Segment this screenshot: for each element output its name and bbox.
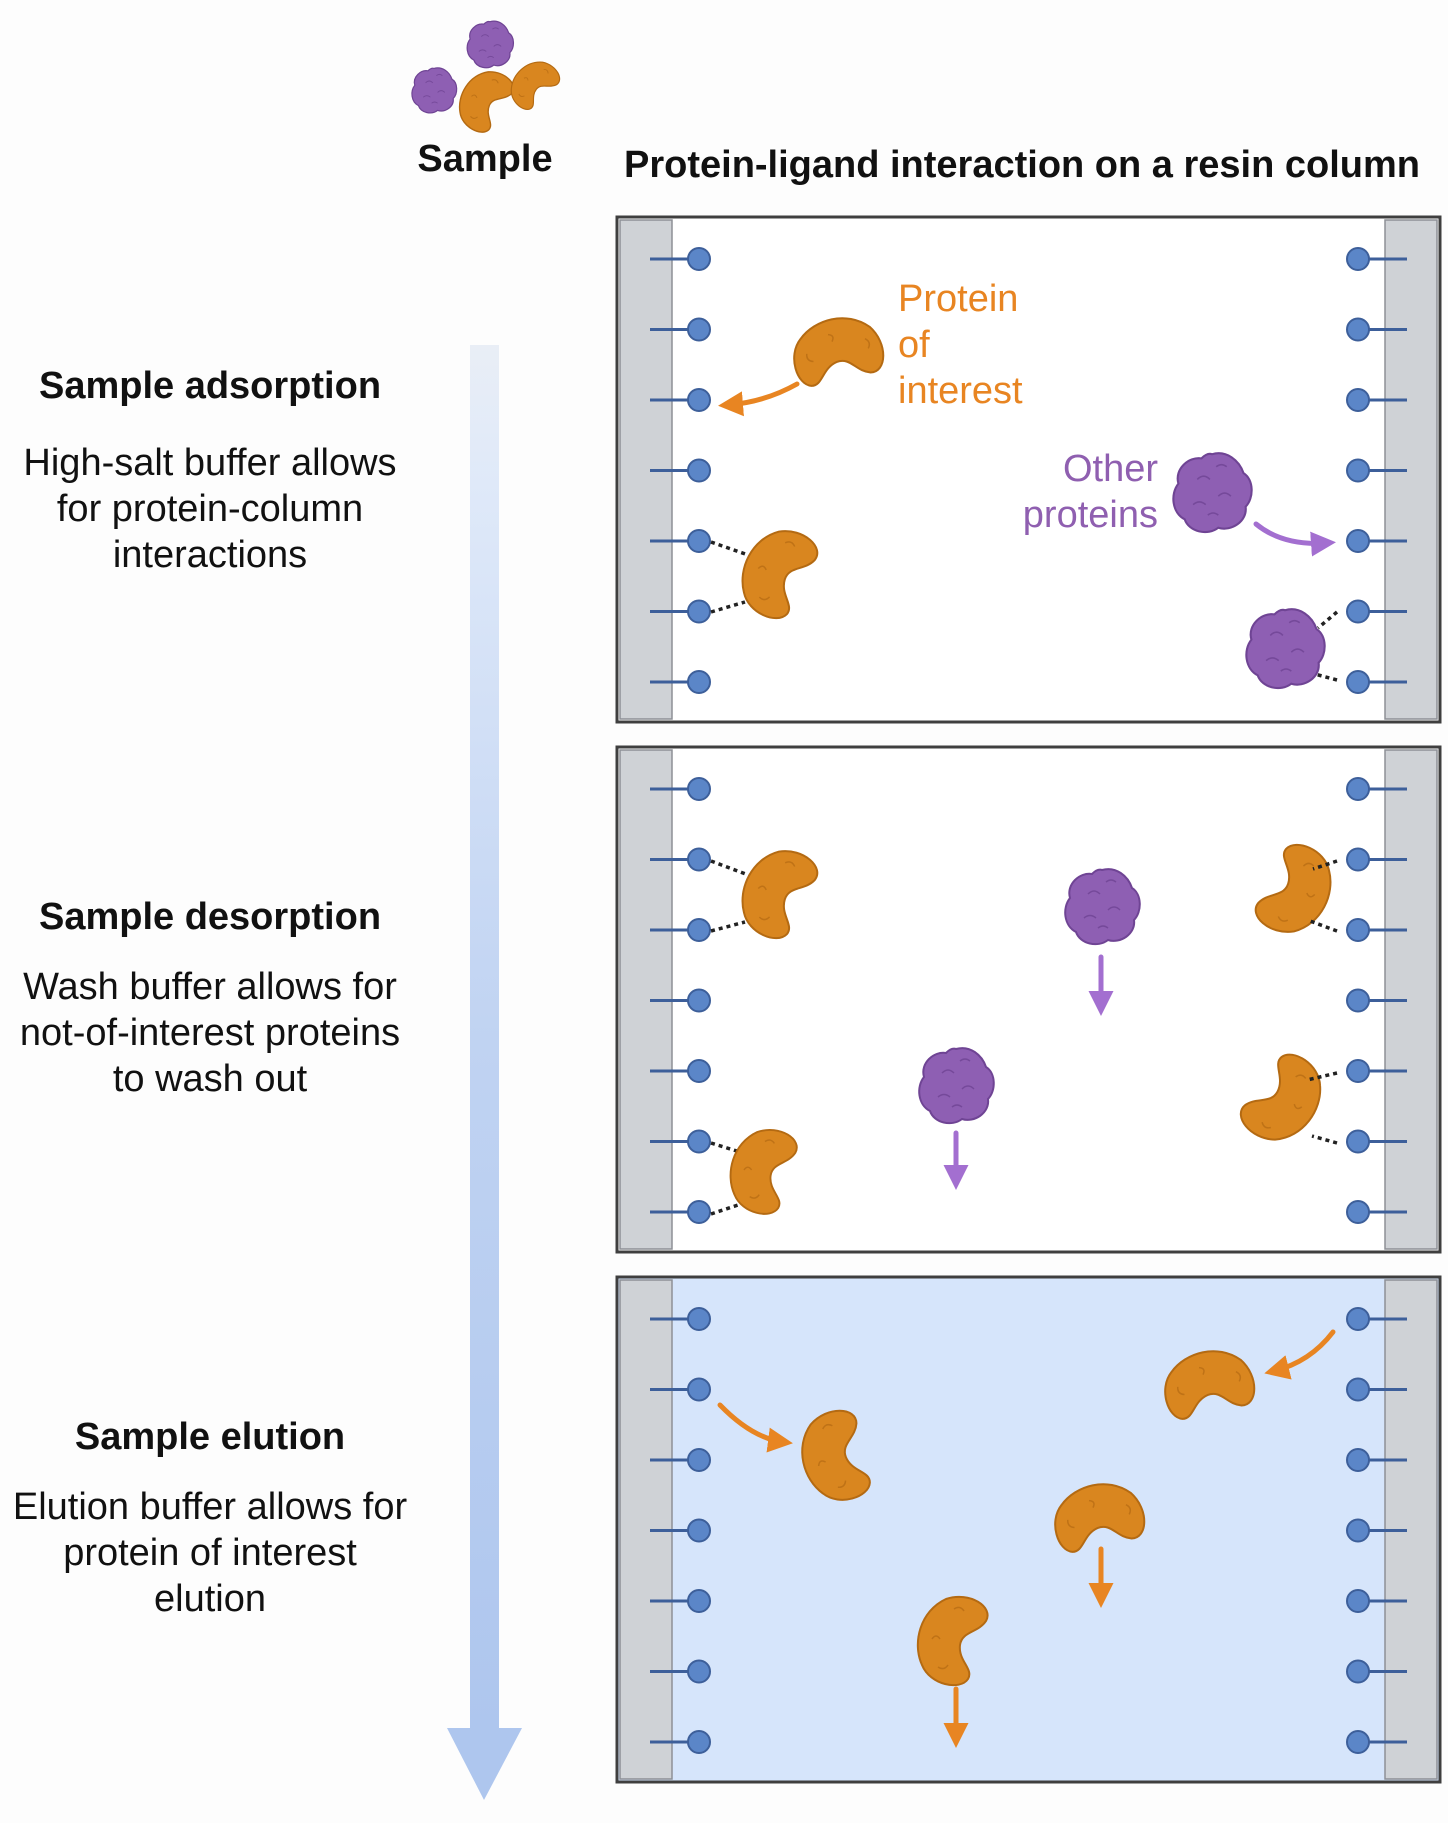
ligand-bead	[1346, 918, 1370, 942]
ligand-bead	[1346, 1200, 1370, 1224]
ligand-bead	[1346, 1129, 1370, 1154]
ligand-bead	[687, 317, 711, 342]
panel-elution	[615, 1275, 1442, 1784]
ligand-bead	[687, 529, 711, 553]
ligand-bead	[687, 670, 711, 694]
binding-dots	[1306, 1071, 1338, 1082]
stage-description-adsorption: High-salt buffer allows for protein-colu…	[23, 442, 397, 576]
ligand-bead	[1346, 1377, 1370, 1402]
movement-arrow	[1253, 521, 1336, 557]
ligand-bead	[687, 777, 711, 801]
other-protein	[1064, 868, 1141, 946]
ligand-bead	[1346, 1659, 1370, 1684]
movement-arrow	[717, 1402, 793, 1453]
ligand-bead	[687, 1377, 711, 1402]
binding-dots	[710, 859, 752, 878]
ligand-bead	[687, 599, 711, 624]
panel-adsorption	[615, 215, 1442, 724]
ligand-bead	[687, 1059, 711, 1083]
ligand-bead	[1346, 777, 1370, 801]
resin-column-panels	[615, 215, 1442, 1784]
ligand-bead	[1346, 670, 1370, 694]
stage-title-desorption: Sample desorption	[38, 896, 382, 938]
movement-arrow	[1264, 1329, 1336, 1380]
ligand-bead	[687, 1659, 711, 1684]
ligand-bead	[687, 1589, 711, 1613]
sample-label: Sample	[417, 138, 553, 180]
sample-other-protein-icon	[466, 20, 515, 69]
binding-dots	[710, 540, 752, 558]
binding-dots	[710, 600, 746, 614]
ligand-bead	[1346, 317, 1370, 342]
ligand-bead	[687, 1448, 711, 1472]
stage-description-desorption: Wash buffer allows for not-of-interest p…	[19, 966, 401, 1100]
ligand-bead	[1346, 1059, 1370, 1083]
other-protein	[1172, 452, 1253, 534]
ligand-bead	[687, 1307, 711, 1331]
ligand-bead	[687, 1200, 711, 1224]
ligand-bead	[1346, 247, 1370, 271]
binding-dots	[710, 920, 746, 933]
ligand-bead	[687, 1518, 711, 1543]
ligand-bead	[687, 247, 711, 271]
other-protein	[918, 1047, 995, 1125]
other-proteins-label: Other proteins	[1022, 448, 1158, 536]
buffer-gradient-arrow	[447, 345, 522, 1800]
ligand-bead	[1346, 1730, 1370, 1754]
ligand-bead	[687, 388, 711, 412]
panel-frame	[615, 1275, 1442, 1784]
ligand-bead	[1346, 1307, 1370, 1331]
ligand-bead	[1346, 988, 1370, 1013]
sample-proteins-icon	[411, 20, 565, 139]
ligand-bead	[1346, 847, 1370, 872]
ligand-bead	[1346, 1448, 1370, 1472]
ligand-bead	[687, 458, 711, 483]
sample-other-protein-icon	[411, 67, 458, 114]
ligand-bead	[1346, 1589, 1370, 1613]
ligand-bead	[687, 1129, 711, 1154]
ligand-bead	[1346, 599, 1370, 624]
ligand-bead	[1346, 529, 1370, 553]
proteins-layer	[710, 300, 1339, 1748]
stage-title-elution: Sample elution	[74, 1416, 346, 1458]
sample-protein-of-interest-icon	[452, 64, 518, 139]
other-protein-bound	[1245, 608, 1326, 690]
ligand-bead	[687, 988, 711, 1013]
ligand-bead	[687, 847, 711, 872]
movement-arrow	[718, 381, 800, 417]
protein-of-interest-label: Protein of interest	[898, 278, 1023, 412]
ligand-bead	[1346, 388, 1370, 412]
ligand-bead	[687, 1730, 711, 1754]
stage-title-adsorption: Sample adsorption	[38, 365, 382, 407]
diagram-title: Protein-ligand interaction on a resin co…	[624, 144, 1420, 186]
ligand-bead	[1346, 458, 1370, 483]
stage-description-elution: Elution buffer allows for protein of int…	[12, 1486, 408, 1620]
binding-dots	[710, 1141, 741, 1154]
ligand-bead	[687, 918, 711, 942]
ligand-bead	[1346, 1518, 1370, 1543]
sample-protein-of-interest-icon	[502, 52, 565, 119]
